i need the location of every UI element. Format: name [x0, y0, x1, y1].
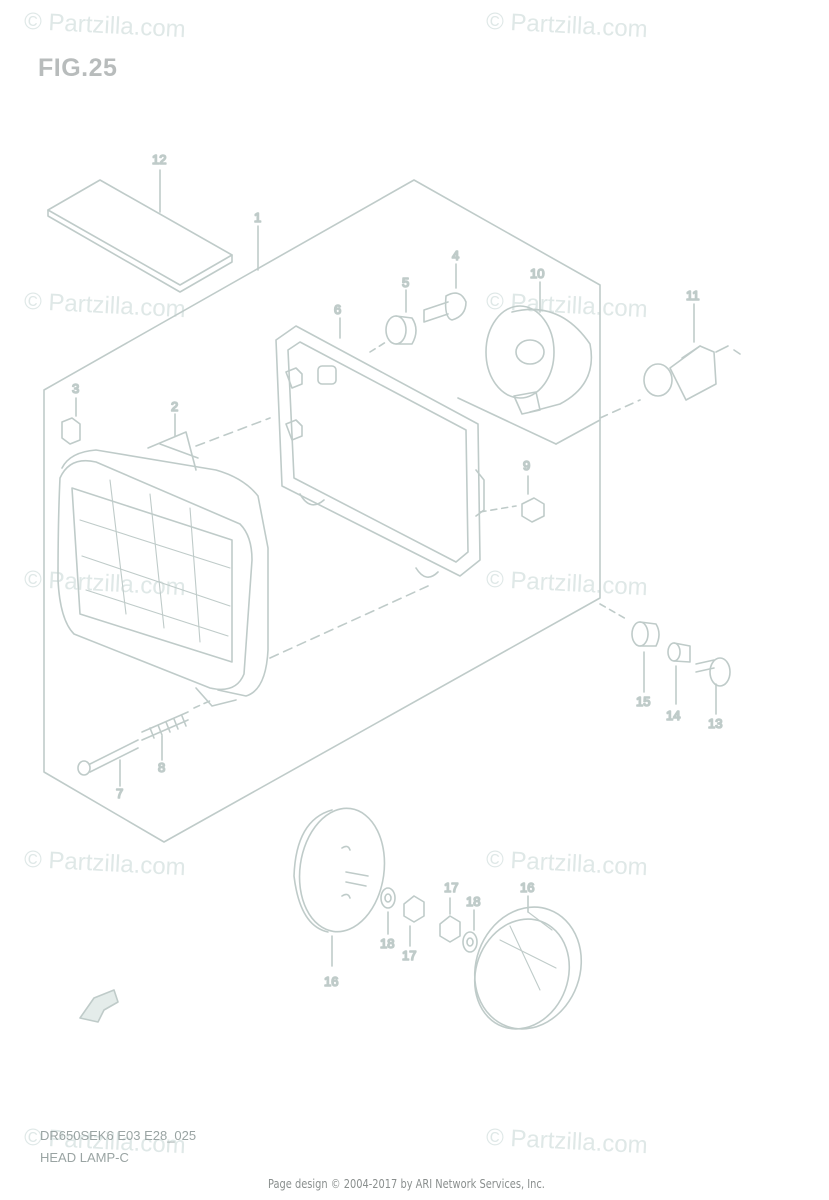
- part-2-headlamp: [57, 413, 269, 707]
- assembly-divider: [457, 397, 557, 445]
- part-17-nut-right: [439, 897, 461, 943]
- part-17-nut-left: [403, 895, 425, 947]
- callout-12: 12: [152, 152, 166, 167]
- callout-6: 6: [334, 302, 341, 317]
- front-arrow-icon: [79, 989, 119, 1023]
- part-18-washer-right: [462, 909, 478, 953]
- callout-2: 2: [171, 399, 178, 414]
- callout-7: 7: [116, 786, 123, 801]
- part-9-clip: [479, 475, 545, 523]
- diagram-title: HEAD LAMP-C: [40, 1150, 129, 1165]
- callout-18: 18: [466, 894, 480, 909]
- callout-17: 17: [444, 880, 458, 895]
- callout-4: 4: [452, 248, 459, 263]
- assembly-outline: [43, 179, 601, 843]
- part-14-collar: [667, 642, 691, 705]
- model-code: DR650SEK6 E03 E28_025: [40, 1128, 197, 1143]
- part-12-strip: [47, 169, 233, 293]
- callout-13: 13: [708, 716, 722, 731]
- callout-8: 8: [158, 760, 165, 775]
- assembly-divider: [555, 419, 601, 445]
- callout-9: 9: [523, 458, 530, 473]
- part-8-spring: [141, 711, 189, 761]
- part-3-clip: [61, 397, 81, 445]
- callout-17: 17: [402, 948, 416, 963]
- part-13-bolt: [599, 603, 731, 715]
- part-16-disk-left: [293, 807, 386, 967]
- callout-18: 18: [380, 936, 394, 951]
- part-4-screw: [423, 263, 467, 323]
- leader-dashed: [269, 585, 429, 659]
- part-11-bulb: [599, 303, 741, 419]
- page-footer: Page design © 2004-2017 by ARI Network S…: [268, 1177, 545, 1191]
- callout-5: 5: [402, 275, 409, 290]
- part-18-washer-left: [380, 887, 396, 935]
- part-7-screw: [77, 699, 213, 787]
- callout-10: 10: [530, 266, 544, 281]
- callout-1: 1: [254, 210, 261, 225]
- part-15-grommet: [631, 621, 660, 693]
- part-16-lens-right: [473, 895, 583, 1030]
- part-6-frame: [275, 317, 485, 578]
- callout-16: 16: [324, 974, 338, 989]
- callout-3: 3: [72, 381, 79, 396]
- callout-16: 16: [520, 880, 534, 895]
- part-5-grommet: [369, 289, 417, 353]
- part-10-socket-cover: [485, 281, 593, 415]
- callout-15: 15: [636, 694, 650, 709]
- callout-14: 14: [666, 708, 680, 723]
- callout-11: 11: [686, 288, 700, 303]
- fig-title: FIG.25: [38, 54, 118, 82]
- leader-dashed: [195, 417, 271, 447]
